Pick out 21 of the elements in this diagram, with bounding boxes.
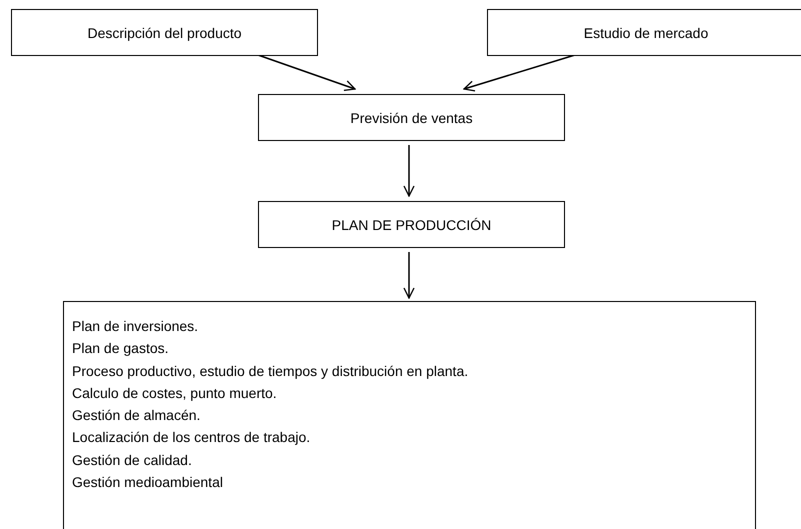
process-box: [487, 9, 801, 56]
arrow: [403, 252, 415, 299]
arrow: [463, 54, 576, 92]
list-item: Gestión de almacén.: [72, 406, 202, 426]
list-item: Gestión de calidad.: [72, 450, 193, 470]
arrow: [403, 145, 415, 197]
list-item: Plan de inversiones.: [72, 317, 200, 336]
list-item: Plan de gastos.: [72, 339, 170, 358]
process-box: [258, 94, 565, 141]
process-box: [258, 201, 565, 248]
box-label: Estudio de mercado: [584, 24, 708, 40]
list-item: Calculo de costes, punto muerto.: [72, 384, 278, 403]
box-label: PLAN DE PRODUCCIÓN: [332, 216, 492, 232]
list-box: [63, 301, 756, 529]
list-item: Proceso productivo, estudio de tiempos y distribución en planta.: [72, 362, 470, 381]
arrow: [258, 54, 356, 92]
box-label: Previsión de ventas: [350, 110, 473, 126]
list-item: Localización de los centros de trabajo.: [72, 428, 312, 448]
process-box: [11, 9, 318, 56]
box-label: Descripción del producto: [87, 24, 242, 40]
list-item: Gestión medioambiental: [72, 473, 224, 492]
